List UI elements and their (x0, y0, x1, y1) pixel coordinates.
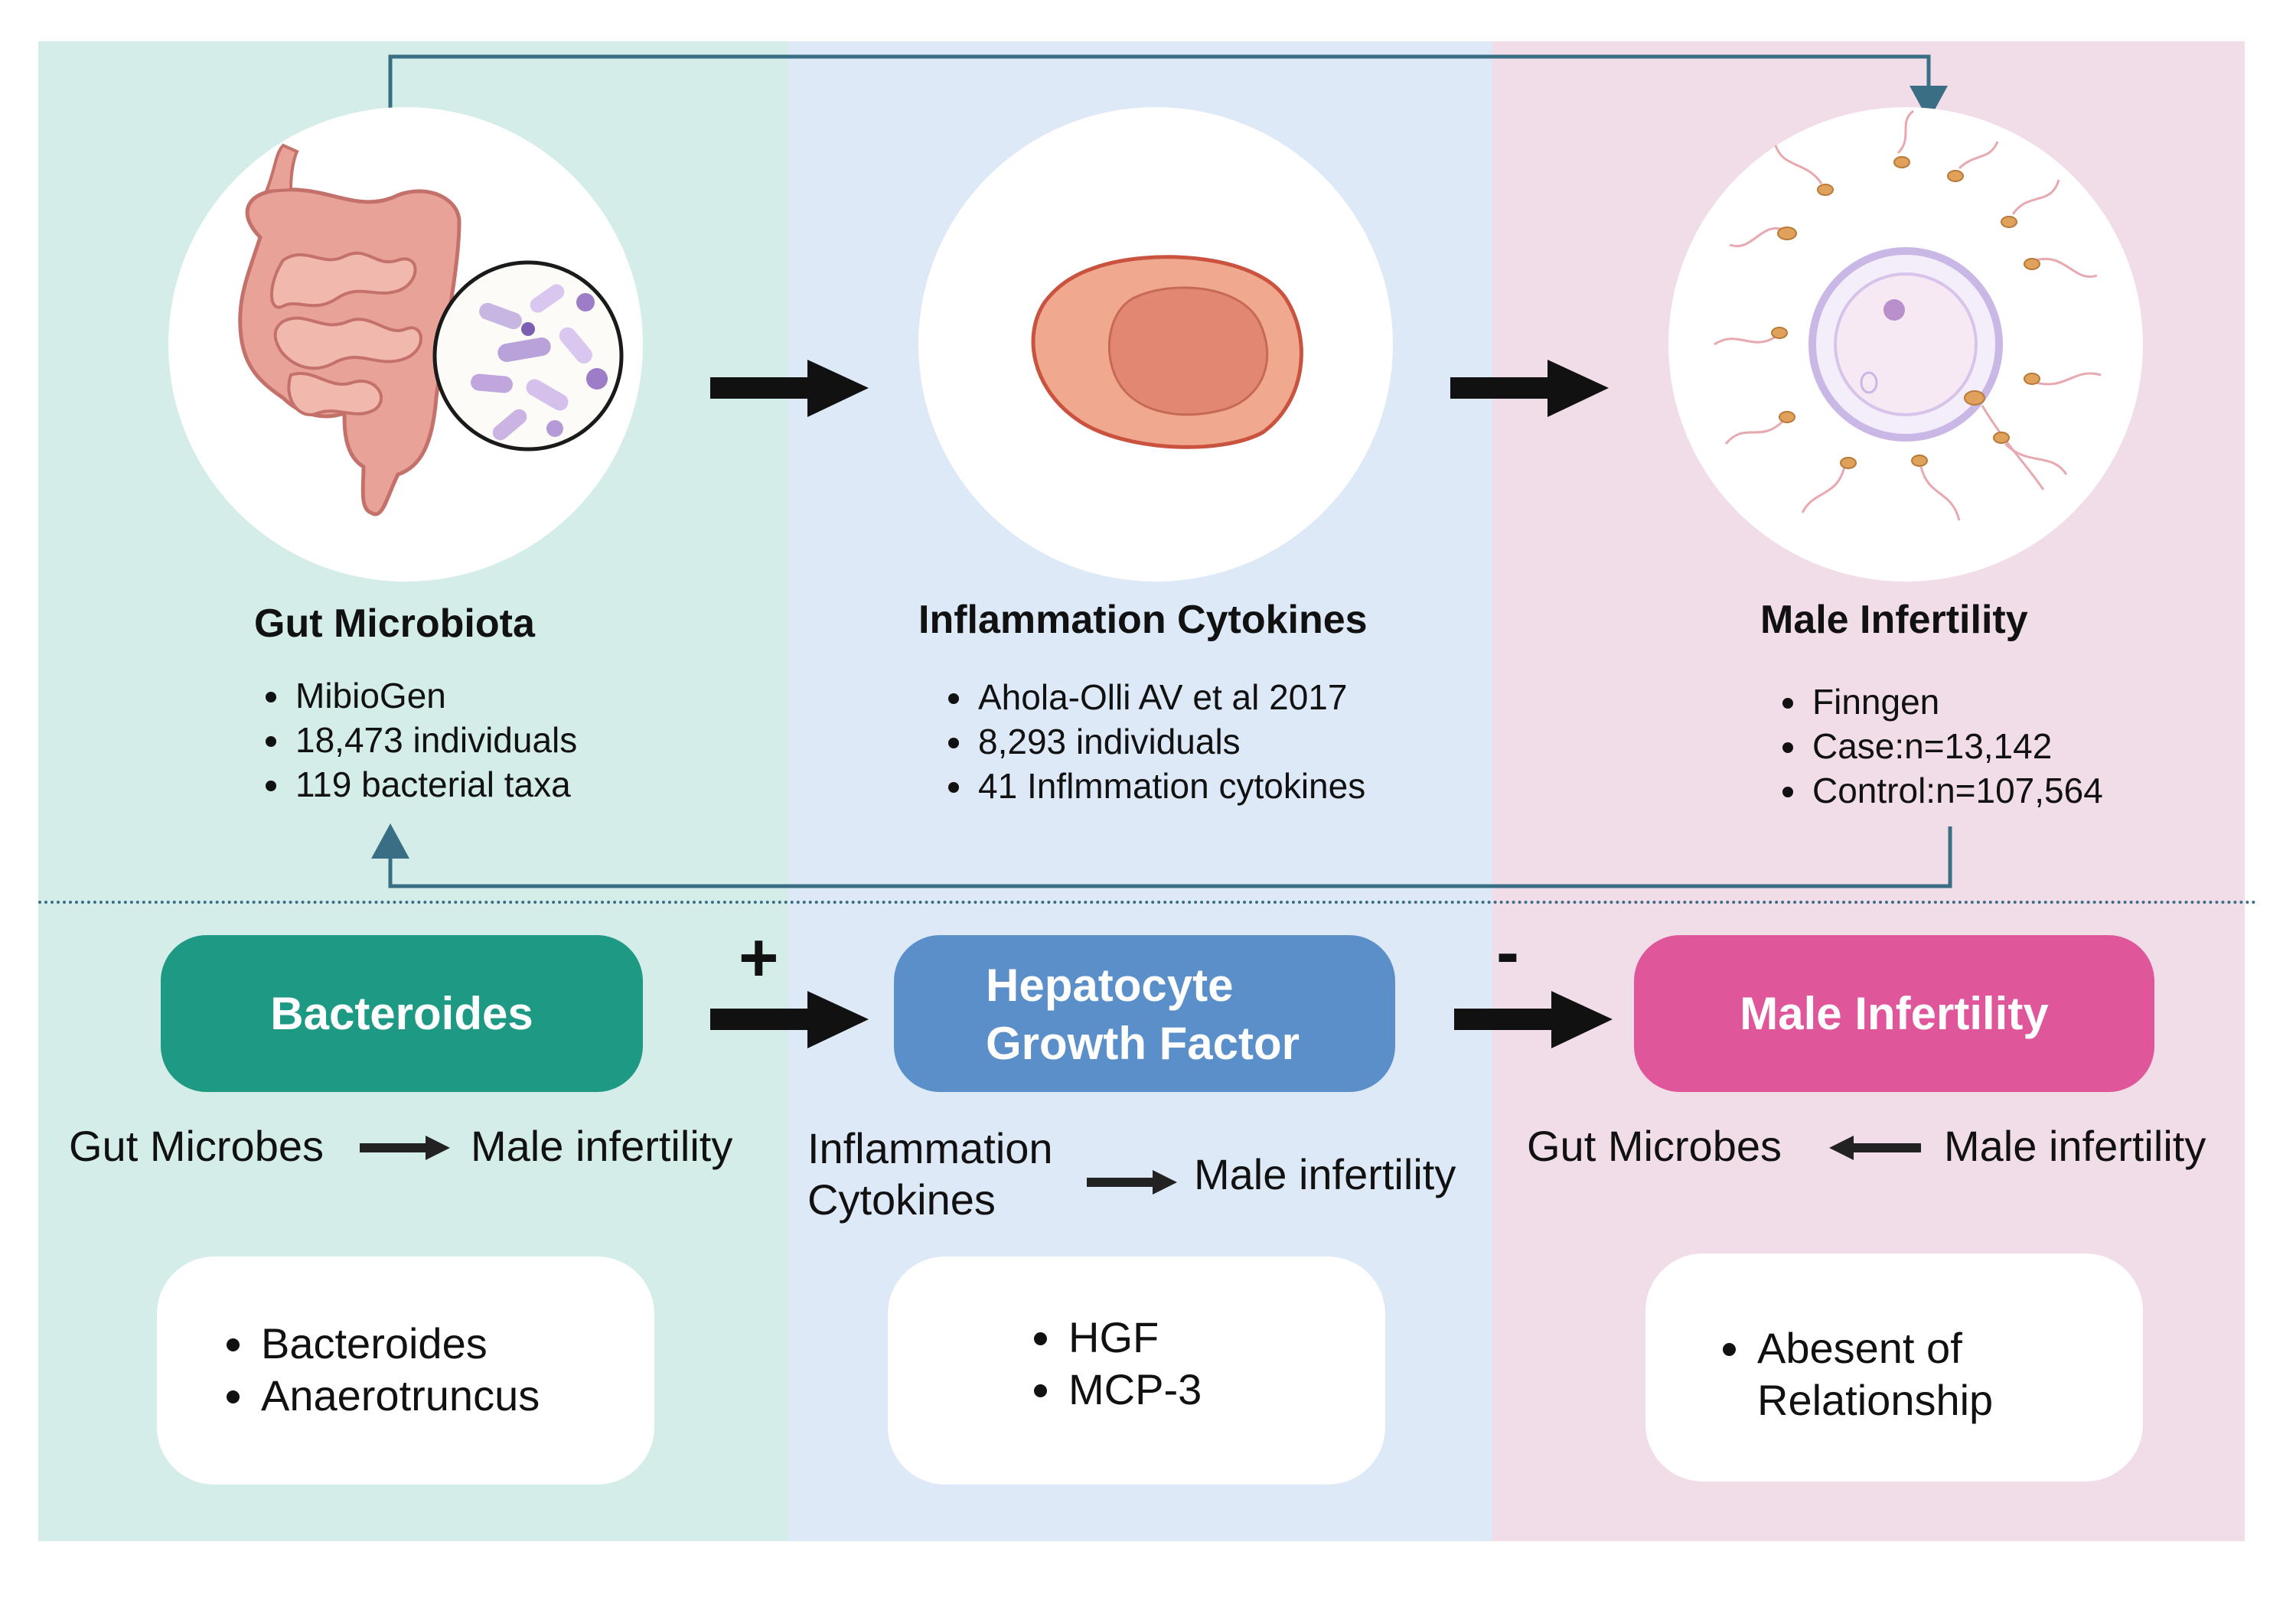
result-box-infertility: Abesent of Relationship (1645, 1253, 2143, 1482)
list-item: Control:n=107,564 (1809, 768, 2103, 813)
pill-bacteroides: Bacteroides (161, 935, 643, 1092)
list-item: 8,293 individuals (975, 719, 1365, 764)
gut-circle (168, 107, 643, 582)
source-list-microbiota: MibioGen 18,473 individuals 119 bacteria… (253, 673, 577, 807)
source-title-microbiota: Gut Microbiota (254, 601, 535, 646)
result-box-microbiota: Bacteroides Anaerotruncus (157, 1257, 654, 1485)
intestine-icon (238, 143, 624, 517)
list-item: Anaerotruncus (258, 1370, 540, 1422)
list-item: 18,473 individuals (292, 718, 577, 762)
relation-from: Gut Microbes (69, 1122, 324, 1170)
list-item: 119 bacterial taxa (292, 762, 577, 807)
source-title-cytokines: Inflammation Cytokines (918, 598, 1368, 642)
list-item: Case:n=13,142 (1809, 724, 2103, 768)
result-text: Abesent of (1757, 1324, 1962, 1372)
result-list: Bacteroides Anaerotruncus (210, 1318, 540, 1422)
list-item: Finngen (1809, 680, 2103, 724)
source-title-infertility: Male Infertility (1760, 598, 2028, 642)
result-list: Abesent of Relationship (1707, 1322, 1993, 1426)
pill-line: Hepatocyte (986, 960, 1234, 1011)
relation-to: Male infertility (1194, 1150, 1456, 1198)
negative-sign: - (1496, 914, 1519, 991)
forward-arrowhead (1910, 86, 1948, 121)
cytokine-circle (918, 107, 1393, 582)
reverse-arrowhead (371, 823, 409, 859)
reverse-connector (388, 826, 1952, 888)
relation-to: Male infertility (1944, 1122, 2206, 1170)
list-item: MCP-3 (1065, 1364, 1202, 1416)
infertility-circle (1668, 107, 2143, 582)
relation-from: Inflammation (807, 1124, 1053, 1172)
pill-hepatocyte-growth-factor: Hepatocyte Growth Factor (894, 935, 1395, 1092)
list-item: HGF (1065, 1312, 1202, 1364)
pill-line: Growth Factor (986, 1018, 1300, 1069)
left-arrow-icon (1829, 1136, 1921, 1160)
source-list-cytokines: Ahola-Olli AV et al 2017 8,293 individua… (935, 675, 1365, 808)
sperm-egg-icon (1714, 109, 2102, 521)
result-list: HGF MCP-3 (1018, 1312, 1202, 1416)
positive-sign: + (739, 920, 779, 996)
list-item: Ahola-Olli AV et al 2017 (975, 675, 1365, 719)
list-item: Abesent of Relationship (1754, 1322, 1993, 1426)
section-divider (38, 901, 2258, 904)
flow-arrows (710, 360, 1613, 1048)
list-item: 41 Inflmmation cytokines (975, 764, 1365, 808)
right-arrow-icon (1087, 1170, 1177, 1195)
relation-from: Gut Microbes (1527, 1122, 1782, 1170)
list-item: MibioGen (292, 673, 577, 718)
cell-icon (1031, 255, 1303, 449)
source-list-infertility: Finngen Case:n=13,142 Control:n=107,564 (1769, 680, 2103, 813)
forward-connector (388, 54, 1931, 116)
relation-to: Male infertility (471, 1122, 733, 1170)
result-text: Relationship (1757, 1376, 1994, 1424)
pill-male-infertility: Male Infertility (1634, 935, 2154, 1092)
result-box-cytokines: HGF MCP-3 (888, 1257, 1385, 1485)
right-arrow-icon (360, 1136, 450, 1160)
list-item: Bacteroides (258, 1318, 540, 1370)
relation-from: Cytokines (807, 1175, 996, 1224)
